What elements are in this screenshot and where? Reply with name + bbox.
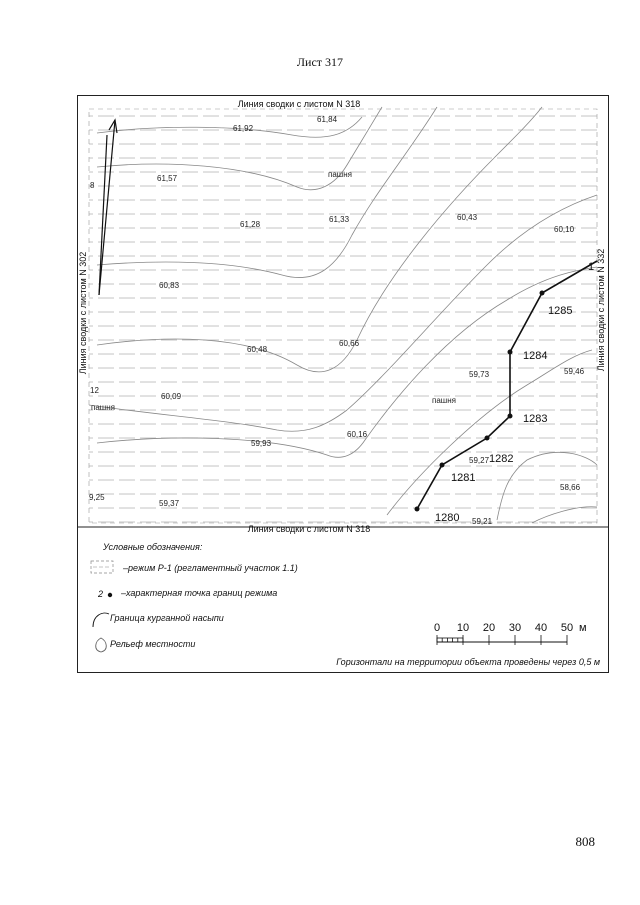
- contour-line: [96, 266, 598, 458]
- edge-label-top: Линия сводки с листом N 318: [238, 99, 361, 109]
- legend-item-point: 2 –характерная точка границ режима: [97, 588, 277, 599]
- contour-line: [88, 194, 598, 432]
- legend-point-number: 2: [97, 589, 103, 599]
- edge-mark: 1: [588, 261, 594, 273]
- scale-tick-label: 40: [535, 622, 547, 634]
- point-symbol-icon: [107, 592, 113, 598]
- edge-mark: 8: [90, 181, 95, 190]
- spot-height: 59,21: [472, 517, 493, 526]
- map-canvas: Линия сводки с листом N 318 Линия сводки…: [77, 99, 609, 667]
- edge-label-bottom: Линия сводки с листом N 318: [248, 524, 371, 534]
- contour-line: [96, 106, 543, 373]
- scale-tick-label: 10: [457, 622, 469, 634]
- mound-symbol-icon: [92, 612, 110, 628]
- scale-unit: м: [579, 622, 587, 634]
- boundary-point-1281: [439, 462, 445, 468]
- contour-line: [496, 452, 598, 521]
- legend-item-regime: –режим Р-1 (регламентный участок 1.1): [90, 560, 298, 574]
- edge-label-right: Линия сводки с листом N 332: [596, 249, 606, 372]
- boundary-label-1280: 1280: [435, 512, 459, 524]
- legend: Условные обозначения: –режим Р-1 (реглам…: [90, 542, 600, 667]
- land-label-arable: пашня: [91, 403, 115, 412]
- spot-height: 61,33: [329, 215, 350, 224]
- land-label-arable: пашня: [328, 170, 352, 179]
- boundary-label-1283: 1283: [523, 413, 547, 425]
- spot-height: 60,16: [347, 430, 368, 439]
- contour-line: [96, 116, 363, 138]
- boundary-point-1285: [539, 290, 545, 296]
- map-frame: [77, 95, 609, 673]
- contour-line: [96, 106, 438, 278]
- boundary-label-1285: 1285: [548, 305, 572, 317]
- boundary-point-1284: [507, 349, 513, 355]
- spot-height: 61,84: [317, 115, 338, 124]
- edge-mark: 12: [90, 386, 99, 395]
- spot-height: 60,10: [554, 225, 575, 234]
- scale-tick-label: 20: [483, 622, 495, 634]
- hatch-fill: [89, 109, 597, 523]
- scale-bar: 0 10 20 30 40 50 м: [434, 622, 587, 645]
- legend-item-relief: Рельеф местности: [95, 637, 195, 653]
- legend-item-mound: Граница курганной насыпи: [92, 612, 224, 628]
- north-arrow-icon: [98, 118, 118, 296]
- page-number: 808: [575, 834, 596, 849]
- contour-line: [531, 506, 598, 524]
- relief-symbol-icon: [95, 637, 107, 653]
- contour-note: Горизонтали на территории объекта провед…: [336, 657, 600, 667]
- legend-label: –характерная точка границ режима: [120, 588, 277, 598]
- scale-tick-label: 0: [434, 622, 440, 634]
- spot-height: 60,83: [159, 281, 180, 290]
- contour-line: [96, 106, 383, 191]
- legend-label: Граница курганной насыпи: [110, 613, 224, 623]
- boundary-points: [414, 290, 545, 512]
- boundary-label-1284: 1284: [523, 350, 547, 362]
- scale-tick-label: 50: [561, 622, 573, 634]
- sheet-title: Лист 317: [296, 55, 344, 69]
- scale-fine-segment: [436, 637, 464, 643]
- spot-height: 61,92: [233, 124, 254, 133]
- spot-height: 60,48: [247, 345, 268, 354]
- spot-height: 59,27: [469, 456, 490, 465]
- spot-height: 9,25: [89, 493, 105, 502]
- spot-height: 59,93: [251, 439, 272, 448]
- spot-height: 61,57: [157, 174, 178, 183]
- object-border: [88, 108, 598, 524]
- edge-label-left: Линия сводки с листом N 302: [78, 252, 88, 375]
- land-label-arable: пашня: [432, 396, 456, 405]
- spot-height: 59,37: [159, 499, 180, 508]
- boundary-point-1282: [484, 435, 490, 441]
- boundary-point-1283: [507, 413, 513, 419]
- legend-label: Рельеф местности: [110, 639, 195, 649]
- spot-height: 60,43: [457, 213, 478, 222]
- map-area: Линия сводки с листом N 318 Линия сводки…: [77, 99, 609, 534]
- spot-height: 59,46: [564, 367, 585, 376]
- boundary-label-1281: 1281: [451, 472, 475, 484]
- legend-title: Условные обозначения:: [102, 542, 203, 552]
- boundary-label-1282: 1282: [489, 453, 513, 465]
- legend-label: –режим Р-1 (регламентный участок 1.1): [122, 563, 298, 573]
- spot-height: 58,66: [560, 483, 581, 492]
- spot-height: 60,09: [161, 392, 182, 401]
- scale-tick-label: 30: [509, 622, 521, 634]
- spot-height: 60,66: [339, 339, 360, 348]
- boundary-point-1280: [414, 506, 420, 512]
- hatch-symbol-icon: [90, 560, 114, 574]
- spot-height: 61,28: [240, 220, 261, 229]
- spot-height: 59,73: [469, 370, 490, 379]
- spot-heights: 61,84 61,92 61,57 61,28 61,33 60,43 60,1…: [89, 115, 585, 526]
